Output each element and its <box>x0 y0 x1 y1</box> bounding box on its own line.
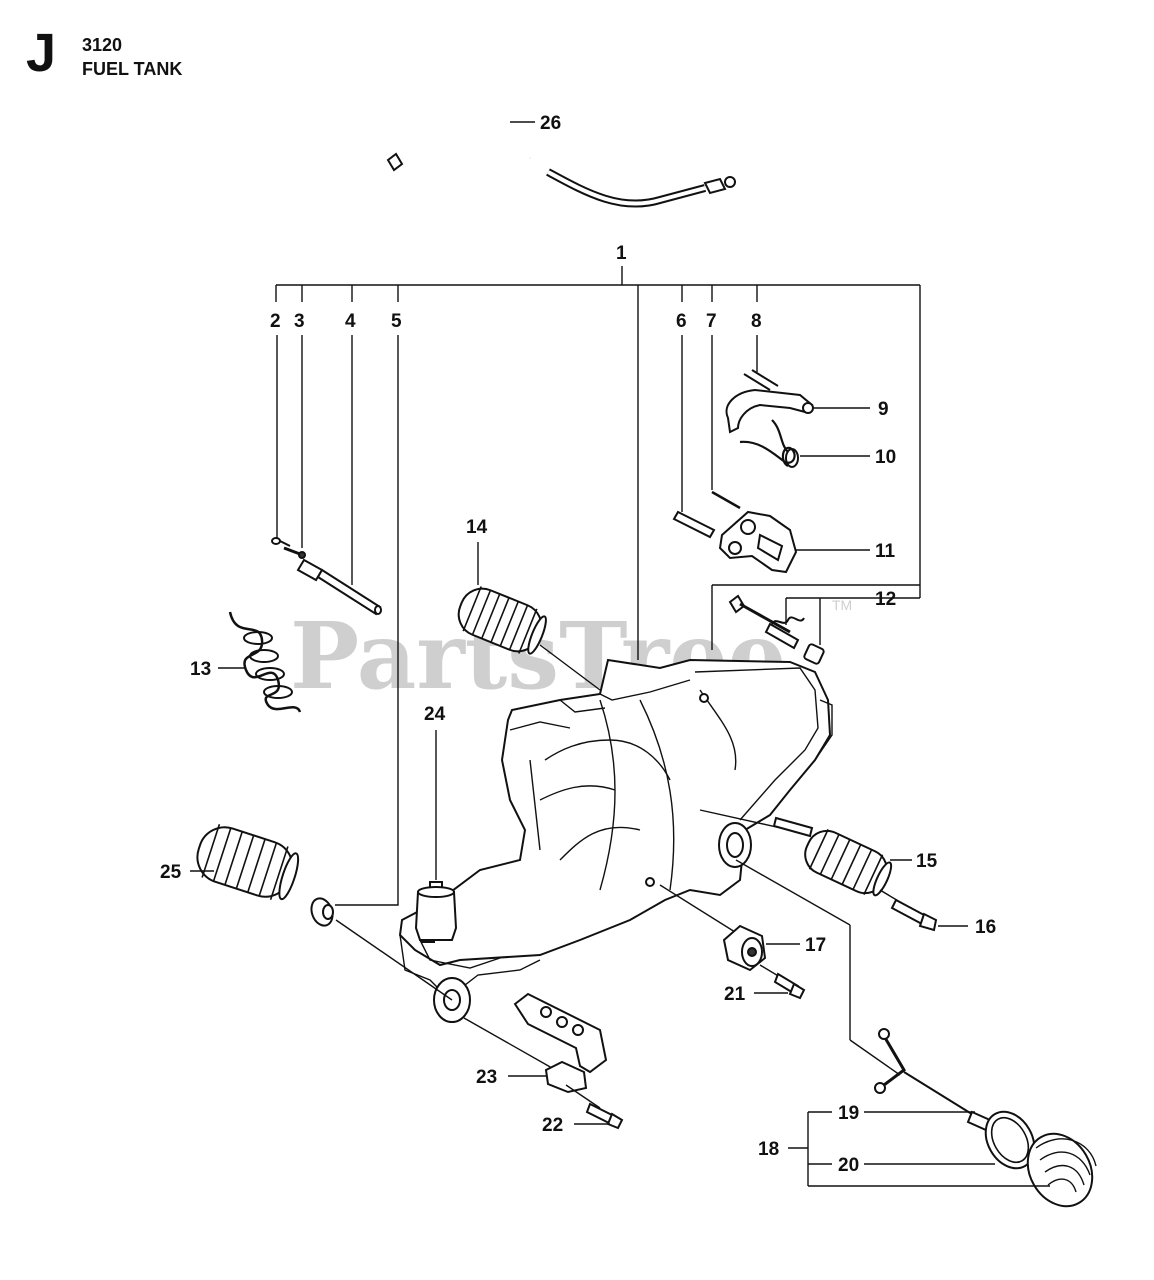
callout-10: 10 <box>875 447 896 468</box>
pin-part-2[interactable] <box>271 537 291 547</box>
axis-line-19 <box>735 859 851 926</box>
axis-line-17 <box>659 884 736 933</box>
section-code: 3120 <box>82 35 123 55</box>
screw-part-12[interactable] <box>728 594 825 665</box>
retaining-strap-part-19[interactable] <box>874 1028 992 1132</box>
callout-15: 15 <box>916 851 938 872</box>
bolt-part-15[interactable] <box>772 816 814 838</box>
hose-fitting-part-4[interactable] <box>296 558 382 616</box>
screw-part-22[interactable] <box>585 1102 624 1130</box>
callout-14: 14 <box>466 517 488 538</box>
callout-23: 23 <box>476 1067 497 1088</box>
fuel-hose-part-26[interactable] <box>386 96 736 208</box>
fuel-tank-housing-part-1[interactable] <box>398 658 833 1023</box>
spring-part-10[interactable] <box>739 419 799 468</box>
rubber-buffer-part-25[interactable] <box>191 821 303 905</box>
callout-18: 18 <box>758 1139 779 1160</box>
leader-12-bracket <box>711 584 920 650</box>
spring-part-13[interactable] <box>228 611 302 713</box>
section-title: FUEL TANK <box>82 59 183 79</box>
fuel-cap-part-18[interactable] <box>1015 1122 1105 1218</box>
bracket-part-23[interactable] <box>513 992 608 1094</box>
callout-12: 12 <box>875 589 896 610</box>
callout-18-bracket <box>788 1111 1050 1187</box>
rubber-buffer-part-14[interactable] <box>452 582 601 691</box>
callout-19: 19 <box>838 1103 859 1124</box>
callout-24: 24 <box>424 704 446 725</box>
watermark-trademark: TM <box>832 597 852 613</box>
callout-25: 25 <box>160 862 182 883</box>
callout-21: 21 <box>724 984 746 1005</box>
callout-26: 26 <box>540 113 561 134</box>
throttle-housing-part-11[interactable] <box>718 510 798 574</box>
pin-part-7[interactable] <box>711 490 741 510</box>
callout-16: 16 <box>975 917 996 938</box>
pin-part-6[interactable] <box>672 510 716 539</box>
washer-part-3[interactable] <box>283 546 306 559</box>
bushing-part-17[interactable] <box>722 924 767 972</box>
callout-13: 13 <box>190 659 211 680</box>
screw-part-16[interactable] <box>890 898 938 932</box>
callout-8: 8 <box>751 311 762 332</box>
fuel-filter-part-24[interactable] <box>414 881 458 941</box>
screw-part-21[interactable] <box>773 972 806 1000</box>
callout-17: 17 <box>805 935 826 956</box>
callout-1: 1 <box>616 243 627 264</box>
callout-9: 9 <box>878 399 889 420</box>
washer-part-5[interactable] <box>308 895 336 928</box>
callout-1-bracket <box>275 266 921 660</box>
callout-3: 3 <box>294 311 305 332</box>
callout-20: 20 <box>838 1155 859 1176</box>
leader-5 <box>335 335 399 906</box>
callout-22: 22 <box>542 1115 563 1136</box>
callout-6: 6 <box>676 311 687 332</box>
axis-line-25 <box>335 919 453 1001</box>
callout-4: 4 <box>345 311 356 332</box>
axis-line-19c <box>849 1039 901 1076</box>
gasket-part-20[interactable] <box>976 1103 1044 1177</box>
lever-part-9[interactable] <box>725 369 814 434</box>
rubber-buffer-part-15[interactable] <box>799 824 896 901</box>
callout-5: 5 <box>391 311 402 332</box>
section-letter: J <box>26 23 57 83</box>
callout-11: 11 <box>875 541 896 562</box>
axis-line-22 <box>565 1084 601 1109</box>
axis-line-23 <box>463 1017 553 1069</box>
callout-2: 2 <box>270 311 281 332</box>
callout-7: 7 <box>706 311 717 332</box>
